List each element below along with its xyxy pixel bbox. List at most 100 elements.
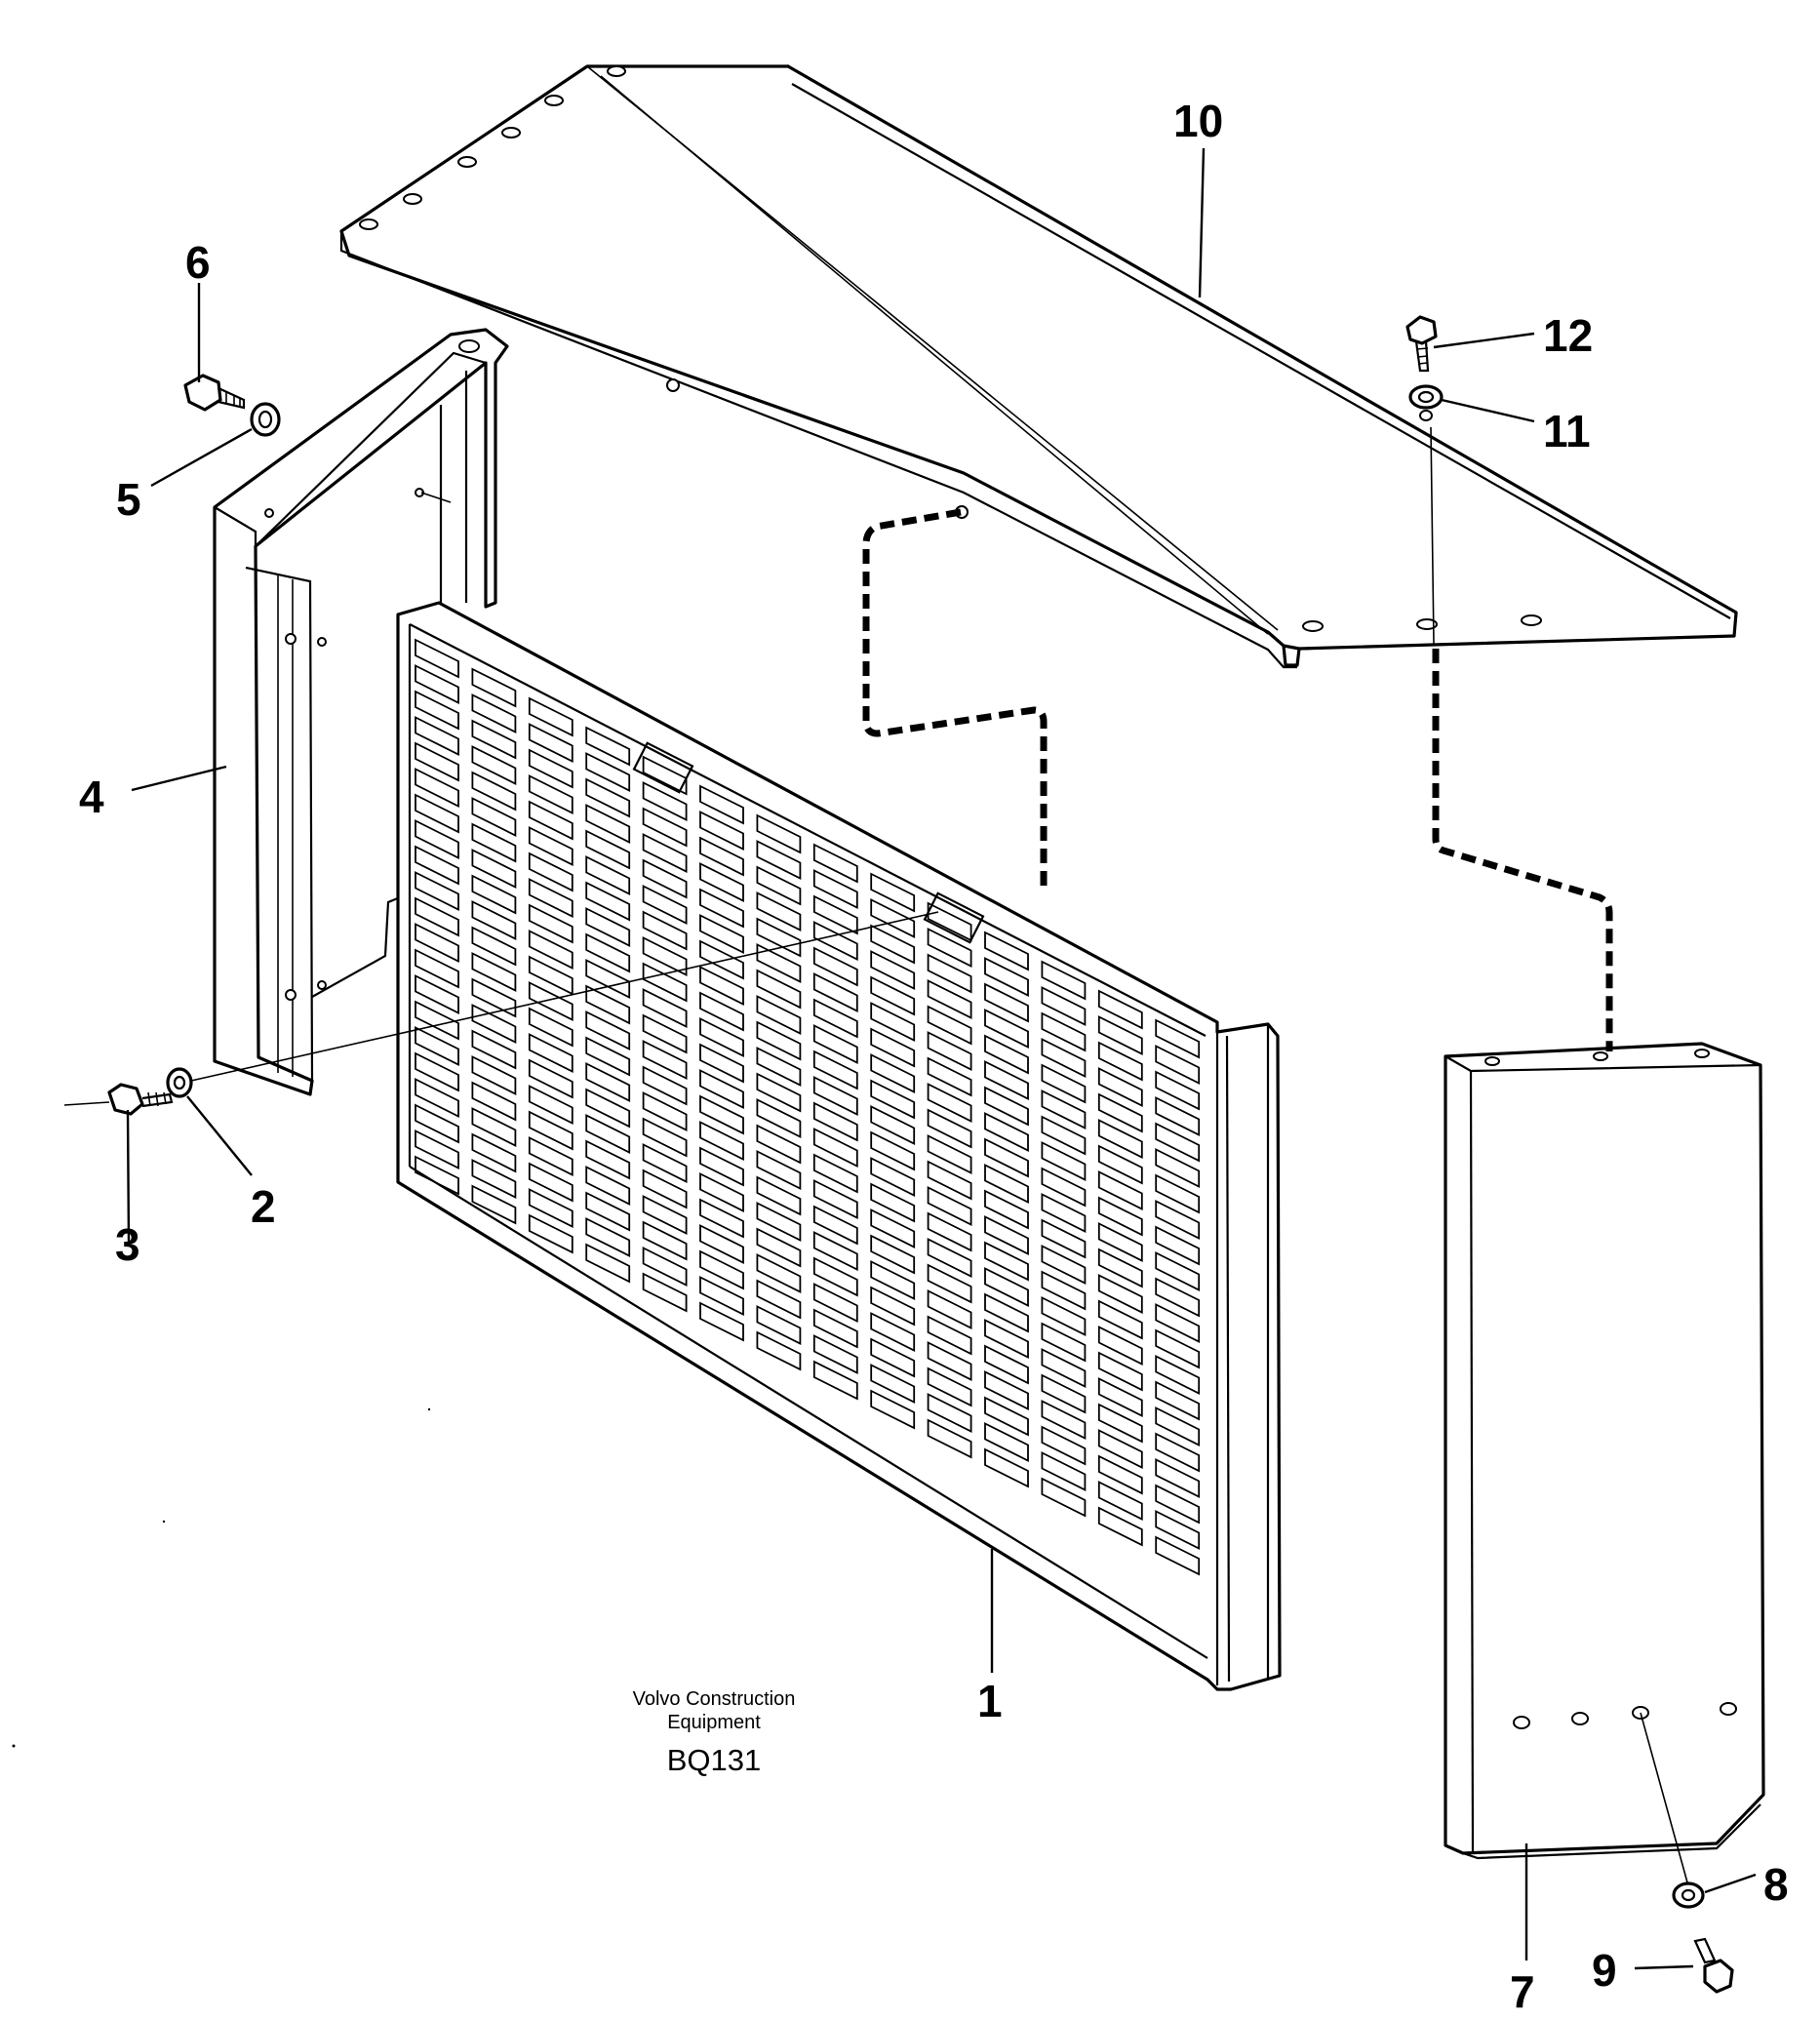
grille-cell	[927, 1211, 972, 1252]
caption-code: BQ131	[667, 1743, 762, 1777]
part-7-side-panel	[1444, 1042, 1765, 1860]
grille-cell	[927, 1134, 972, 1174]
grille-cell	[699, 836, 744, 877]
grille-cell	[984, 1370, 1029, 1410]
callout-1: 1	[977, 1676, 1003, 1726]
grille-cell	[812, 972, 858, 1012]
callout-12: 12	[1543, 310, 1593, 361]
grille-cell	[927, 1108, 972, 1149]
grille-cell	[1097, 1144, 1143, 1185]
part-1-grille	[396, 601, 1282, 1691]
grille-cell	[1041, 1451, 1087, 1491]
grille-cell	[984, 1112, 1029, 1152]
grille-cell	[756, 1202, 802, 1242]
grille-cell	[1097, 1196, 1143, 1237]
grille-cell	[756, 1330, 802, 1371]
grille-cell	[471, 926, 517, 967]
grille-cell	[870, 1053, 916, 1093]
grille-cell	[699, 1224, 744, 1264]
grille-cell	[870, 1130, 916, 1171]
grille-cell	[812, 1231, 858, 1271]
grille-cell	[642, 936, 688, 976]
grille-cell	[1155, 1225, 1201, 1266]
grille-cell	[984, 1292, 1029, 1333]
grille-cell	[1155, 1510, 1201, 1550]
grille-cell	[870, 1157, 916, 1197]
grille-cell	[415, 1078, 459, 1118]
grille-cell	[984, 1009, 1029, 1049]
grille-cell	[927, 1393, 972, 1433]
grille-cell	[870, 1208, 916, 1248]
grille-cell	[415, 1051, 459, 1092]
grille-cell	[642, 1272, 688, 1313]
grille-cell	[984, 931, 1029, 971]
grille-cell	[812, 869, 858, 909]
grille-cell	[756, 813, 802, 854]
grille-cell	[1097, 1351, 1143, 1392]
grille-cell	[471, 1055, 517, 1095]
grille-cell	[984, 1060, 1029, 1100]
grille-cell	[1097, 989, 1143, 1030]
grille-cell	[642, 1065, 688, 1106]
grille-cell	[699, 939, 744, 980]
grille-cell	[756, 969, 802, 1010]
grille-cell	[756, 1175, 802, 1216]
grille-cell	[1097, 1067, 1143, 1107]
grille-cell	[1155, 1432, 1201, 1473]
grille-cell	[927, 1418, 972, 1459]
grille-cell	[984, 1241, 1029, 1282]
grille-cell	[415, 1103, 459, 1144]
grille-cell	[415, 948, 459, 989]
grille-cell	[870, 872, 916, 913]
grille-cell	[642, 962, 688, 1003]
grille-cell	[528, 930, 574, 970]
grille-cell	[870, 1389, 916, 1430]
callout-3: 3	[115, 1219, 140, 1270]
grille-cell	[471, 1184, 517, 1225]
grille-cell	[585, 932, 631, 973]
assembly-line-screw-9	[1640, 1712, 1688, 1883]
grille-cell	[870, 1286, 916, 1327]
grille-cell	[415, 741, 459, 782]
grille-cell	[1155, 1380, 1201, 1421]
grille-cell	[756, 1305, 802, 1345]
grille-cell	[642, 1247, 688, 1287]
grille-cell	[699, 991, 744, 1032]
part-2-washer	[166, 1067, 193, 1098]
grille-cell	[699, 1301, 744, 1342]
grille-cell	[927, 1186, 972, 1226]
grille-cell	[870, 1337, 916, 1378]
grille-cell	[756, 1124, 802, 1165]
callout-6: 6	[185, 237, 211, 288]
grille-cell	[585, 1036, 631, 1077]
grille-cell	[642, 1013, 688, 1054]
grille-cell	[528, 1007, 574, 1048]
grille-cell	[585, 1062, 631, 1102]
grille-cell	[756, 1020, 802, 1061]
grille-cell	[528, 723, 574, 763]
grille-cell	[471, 1132, 517, 1173]
grille-cell	[984, 1137, 1029, 1178]
grille-cell	[927, 1366, 972, 1407]
grille-cell	[1097, 1222, 1143, 1262]
grille-cell	[642, 988, 688, 1028]
grille-cell	[1155, 1355, 1201, 1395]
grille-cell	[585, 1139, 631, 1180]
grille-cell	[415, 716, 459, 756]
grille-cell	[870, 1079, 916, 1120]
grille-cell	[528, 1058, 574, 1099]
grille-cell	[1041, 1011, 1087, 1052]
grille-cell	[699, 1017, 744, 1057]
grille-cell	[1041, 986, 1087, 1026]
grille-cell	[699, 1069, 744, 1109]
grille-cell	[1097, 1454, 1143, 1495]
grille-cell	[415, 871, 459, 911]
grille-cell	[471, 977, 517, 1018]
grille-cell	[699, 914, 744, 954]
grille-cell	[1097, 1119, 1143, 1159]
grille-cell	[699, 1043, 744, 1084]
grille-cell	[528, 826, 574, 866]
grille-cell	[984, 1422, 1029, 1462]
grille-cell	[528, 1033, 574, 1073]
grille-cell	[415, 1129, 459, 1169]
